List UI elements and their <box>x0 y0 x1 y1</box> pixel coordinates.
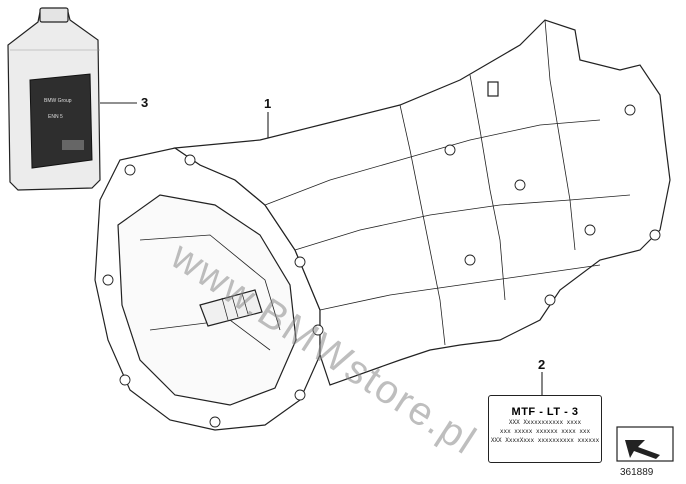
label-title: MTF - LT - 3 <box>511 406 579 418</box>
diagram-reference-number: 361889 <box>620 467 654 478</box>
callout-3: 3 <box>141 95 149 110</box>
label-line-3: XXX XxxxXxxx xxxxxxxxxx xxxxxx <box>490 437 600 444</box>
direction-arrow-icon <box>616 426 674 462</box>
transmission-illustration <box>94 19 671 431</box>
oil-bottle-illustration: BMW Group ENN 5 <box>7 7 101 191</box>
bottle-brand-text: BMW Group <box>44 98 72 104</box>
transmission-label-sticker: MTF - LT - 3 XXX Xxxxxxxxxxx xxxx xxx xx… <box>488 395 602 463</box>
leader-lines <box>100 102 543 395</box>
callout-2: 2 <box>538 357 546 372</box>
label-line-1: XXX Xxxxxxxxxxx xxxx <box>508 419 582 426</box>
bottle-spec-text: ENN 5 <box>48 114 63 120</box>
label-line-2: xxx xxxxx xxxxxx xxxx xxx <box>499 428 591 435</box>
callout-1: 1 <box>264 96 272 111</box>
